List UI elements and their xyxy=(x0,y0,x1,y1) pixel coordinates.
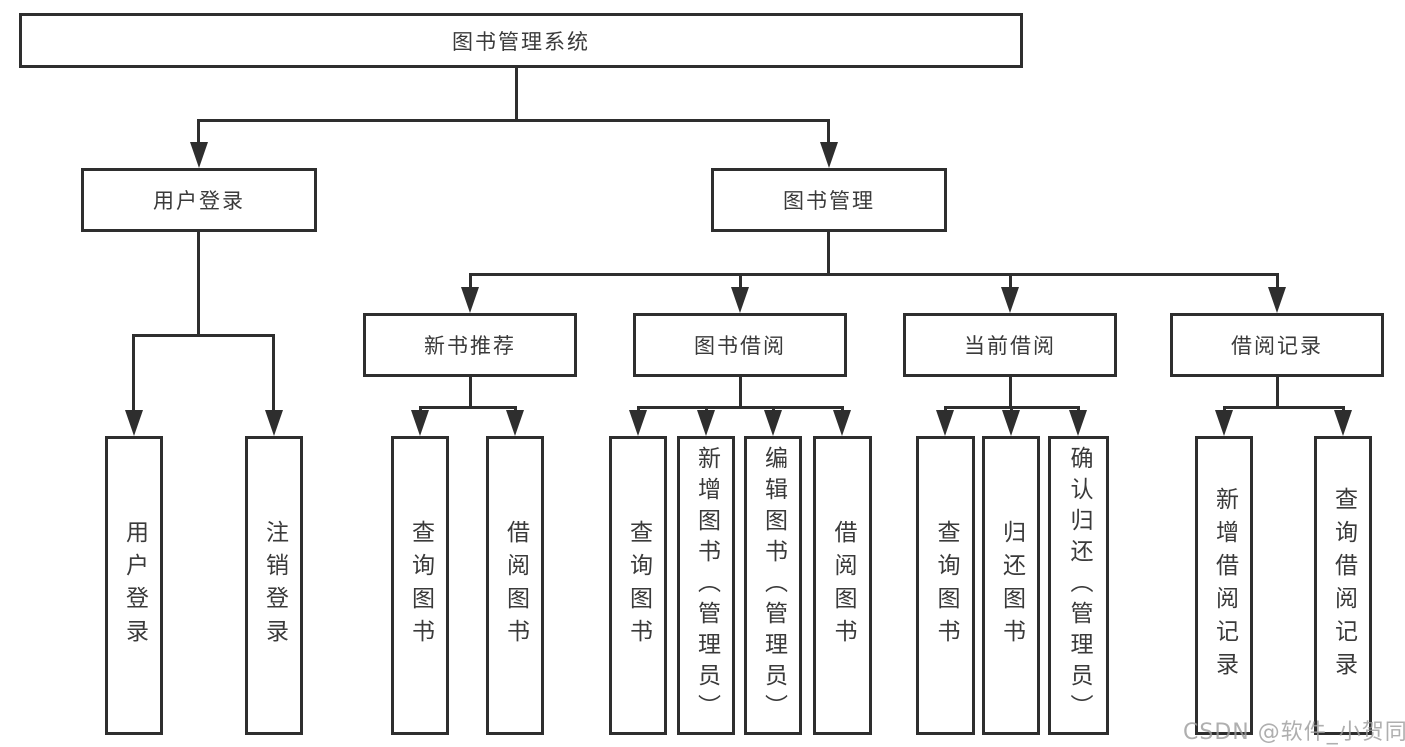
node-book-borrowing: 图书借阅 xyxy=(633,313,847,377)
leaf-query-borrow-record: 查询借阅记录 xyxy=(1314,436,1372,735)
node-label: 借阅记录 xyxy=(1231,334,1323,358)
node-label: 查询图书 xyxy=(407,519,434,652)
connector-bookmgmt-stem xyxy=(827,232,830,276)
arrowhead-icon xyxy=(820,142,838,168)
arrowhead-icon xyxy=(1215,410,1233,436)
node-label: 查询借阅记录 xyxy=(1330,486,1357,685)
connector-userlogin-stem xyxy=(197,232,200,337)
leaf-edit-book-admin: 编辑图书（管理员） xyxy=(744,436,802,735)
arrowhead-icon xyxy=(1268,287,1286,313)
connector-current-stem xyxy=(1009,377,1012,409)
node-label: 用户登录 xyxy=(121,519,148,652)
node-label: 用户登录 xyxy=(153,189,245,213)
leaf-add-borrow-record: 新增借阅记录 xyxy=(1195,436,1253,735)
node-label: 借阅图书 xyxy=(830,519,856,652)
leaf-logout: 注销登录 xyxy=(245,436,303,735)
connector-drop xyxy=(272,334,275,414)
node-label: 归还图书 xyxy=(998,519,1025,652)
connector-recommend-stem xyxy=(469,377,472,409)
node-label: 图书管理系统 xyxy=(452,29,590,54)
connector-drop xyxy=(1009,273,1012,290)
leaf-add-book-admin: 新增图书（管理员） xyxy=(677,436,735,735)
connector-root-branch xyxy=(198,119,830,122)
connector-borrowing-stem xyxy=(739,377,742,409)
arrowhead-icon xyxy=(1002,410,1020,436)
arrowhead-icon xyxy=(125,410,143,436)
connector-records-stem xyxy=(1276,377,1279,409)
arrowhead-icon xyxy=(461,287,479,313)
leaf-query-books-1: 查询图书 xyxy=(391,436,449,735)
connector-root-stem xyxy=(515,68,518,121)
arrowhead-icon xyxy=(1334,410,1352,436)
arrowhead-icon xyxy=(764,410,782,436)
node-user-login: 用户登录 xyxy=(81,168,317,232)
watermark: CSDN @软件_小贺同学 xyxy=(1183,720,1405,745)
arrowhead-icon xyxy=(506,410,524,436)
connector-drop xyxy=(739,273,742,290)
leaf-borrow-books-1: 借阅图书 xyxy=(486,436,544,735)
arrowhead-icon xyxy=(190,142,208,168)
arrowhead-icon xyxy=(629,410,647,436)
connector-userlogin-branch xyxy=(132,334,275,337)
leaf-borrow-books-2: 借阅图书 xyxy=(813,436,872,735)
node-label: 图书管理 xyxy=(783,189,875,213)
node-borrow-records: 借阅记录 xyxy=(1170,313,1384,377)
arrowhead-icon xyxy=(731,287,749,313)
connector-drop xyxy=(197,119,200,145)
node-label: 新书推荐 xyxy=(424,334,516,358)
leaf-confirm-return-admin: 确认归还（管理员） xyxy=(1048,436,1109,735)
arrowhead-icon xyxy=(833,410,851,436)
node-label: 查询图书 xyxy=(625,519,652,652)
connector-borrowing-branch xyxy=(637,406,844,409)
connector-drop xyxy=(827,119,830,145)
node-label: 当前借阅 xyxy=(964,334,1056,358)
node-label: 编辑图书（管理员） xyxy=(760,446,787,725)
arrowhead-icon xyxy=(936,410,954,436)
arrowhead-icon xyxy=(1001,287,1019,313)
connector-bookmgmt-branch xyxy=(469,273,1279,276)
node-label: 注销登录 xyxy=(261,519,288,652)
node-label: 新增图书（管理员） xyxy=(693,446,720,725)
connector-drop xyxy=(132,334,135,414)
node-label: 确认归还（管理员） xyxy=(1066,446,1092,725)
arrowhead-icon xyxy=(411,410,429,436)
leaf-return-book: 归还图书 xyxy=(982,436,1040,735)
leaf-user-login: 用户登录 xyxy=(105,436,163,735)
arrowhead-icon xyxy=(265,410,283,436)
node-label: 借阅图书 xyxy=(502,519,529,652)
connector-drop xyxy=(1276,273,1279,290)
connector-drop xyxy=(469,273,472,290)
node-book-management: 图书管理 xyxy=(711,168,947,232)
arrowhead-icon xyxy=(697,410,715,436)
leaf-query-books-2: 查询图书 xyxy=(609,436,667,735)
node-label: 图书借阅 xyxy=(694,334,786,358)
node-library-system: 图书管理系统 xyxy=(19,13,1023,68)
node-label: 查询图书 xyxy=(933,519,959,652)
node-label: 新增借阅记录 xyxy=(1211,486,1238,685)
node-new-book-recommend: 新书推荐 xyxy=(363,313,577,377)
arrowhead-icon xyxy=(1069,410,1087,436)
connector-recommend-branch xyxy=(419,406,517,409)
node-current-borrowing: 当前借阅 xyxy=(903,313,1117,377)
leaf-query-books-3: 查询图书 xyxy=(916,436,975,735)
connector-records-branch xyxy=(1223,406,1345,409)
